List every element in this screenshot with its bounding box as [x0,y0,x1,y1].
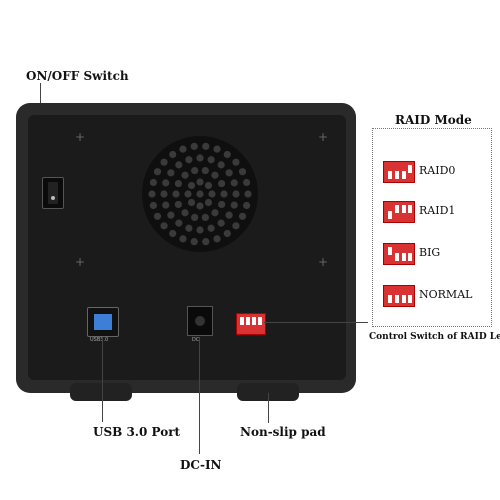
raid-mode-item: NORMAL [383,285,491,307]
raid-mode-item: RAID0 [383,161,491,183]
dc-jack-icon [187,306,213,336]
raid-mode-item: BIG [383,243,491,265]
screw-marker: + [318,130,329,144]
non-slip-foot [237,383,299,401]
usb-caption: USB3.0 [90,337,109,343]
power-switch-label: ON/OFF Switch [26,69,129,83]
screw-marker: + [318,255,329,269]
control-switch-leader [264,322,368,323]
dip-switch-icon [383,161,415,183]
dip-switch-icon [383,285,415,307]
dip-switch-icon [383,243,415,265]
screw-marker: + [75,130,86,144]
raid-mode-title: RAID Mode [395,113,472,127]
dc-in-label: DC-IN [180,458,222,472]
dip-switch-icon [383,201,415,223]
screw-marker: + [75,255,86,269]
non-slip-foot [70,383,132,401]
dip-switch-icon [236,313,266,335]
usb-port-leader [102,337,103,422]
raid-mode-label: RAID0 [419,164,456,177]
raid-mode-item: RAID1 [383,201,491,223]
control-switch-label: Control Switch of RAID Levels [369,332,500,342]
power-rocker-icon [42,177,64,209]
non-slip-pad-leader [268,393,269,423]
usb-port-label: USB 3.0 Port [93,425,181,439]
raid-mode-legend: RAID0 RAID1 BIG NORMAL [372,128,492,327]
fan-grille-icon [142,136,258,252]
usb-port-icon [87,307,119,337]
dc-caption: DC [192,337,200,343]
raid-mode-label: BIG [419,246,441,259]
raid-mode-label: NORMAL [419,288,473,301]
dc-in-leader [199,337,200,454]
non-slip-pad-label: Non-slip pad [240,425,326,439]
raid-mode-label: RAID1 [419,204,456,217]
